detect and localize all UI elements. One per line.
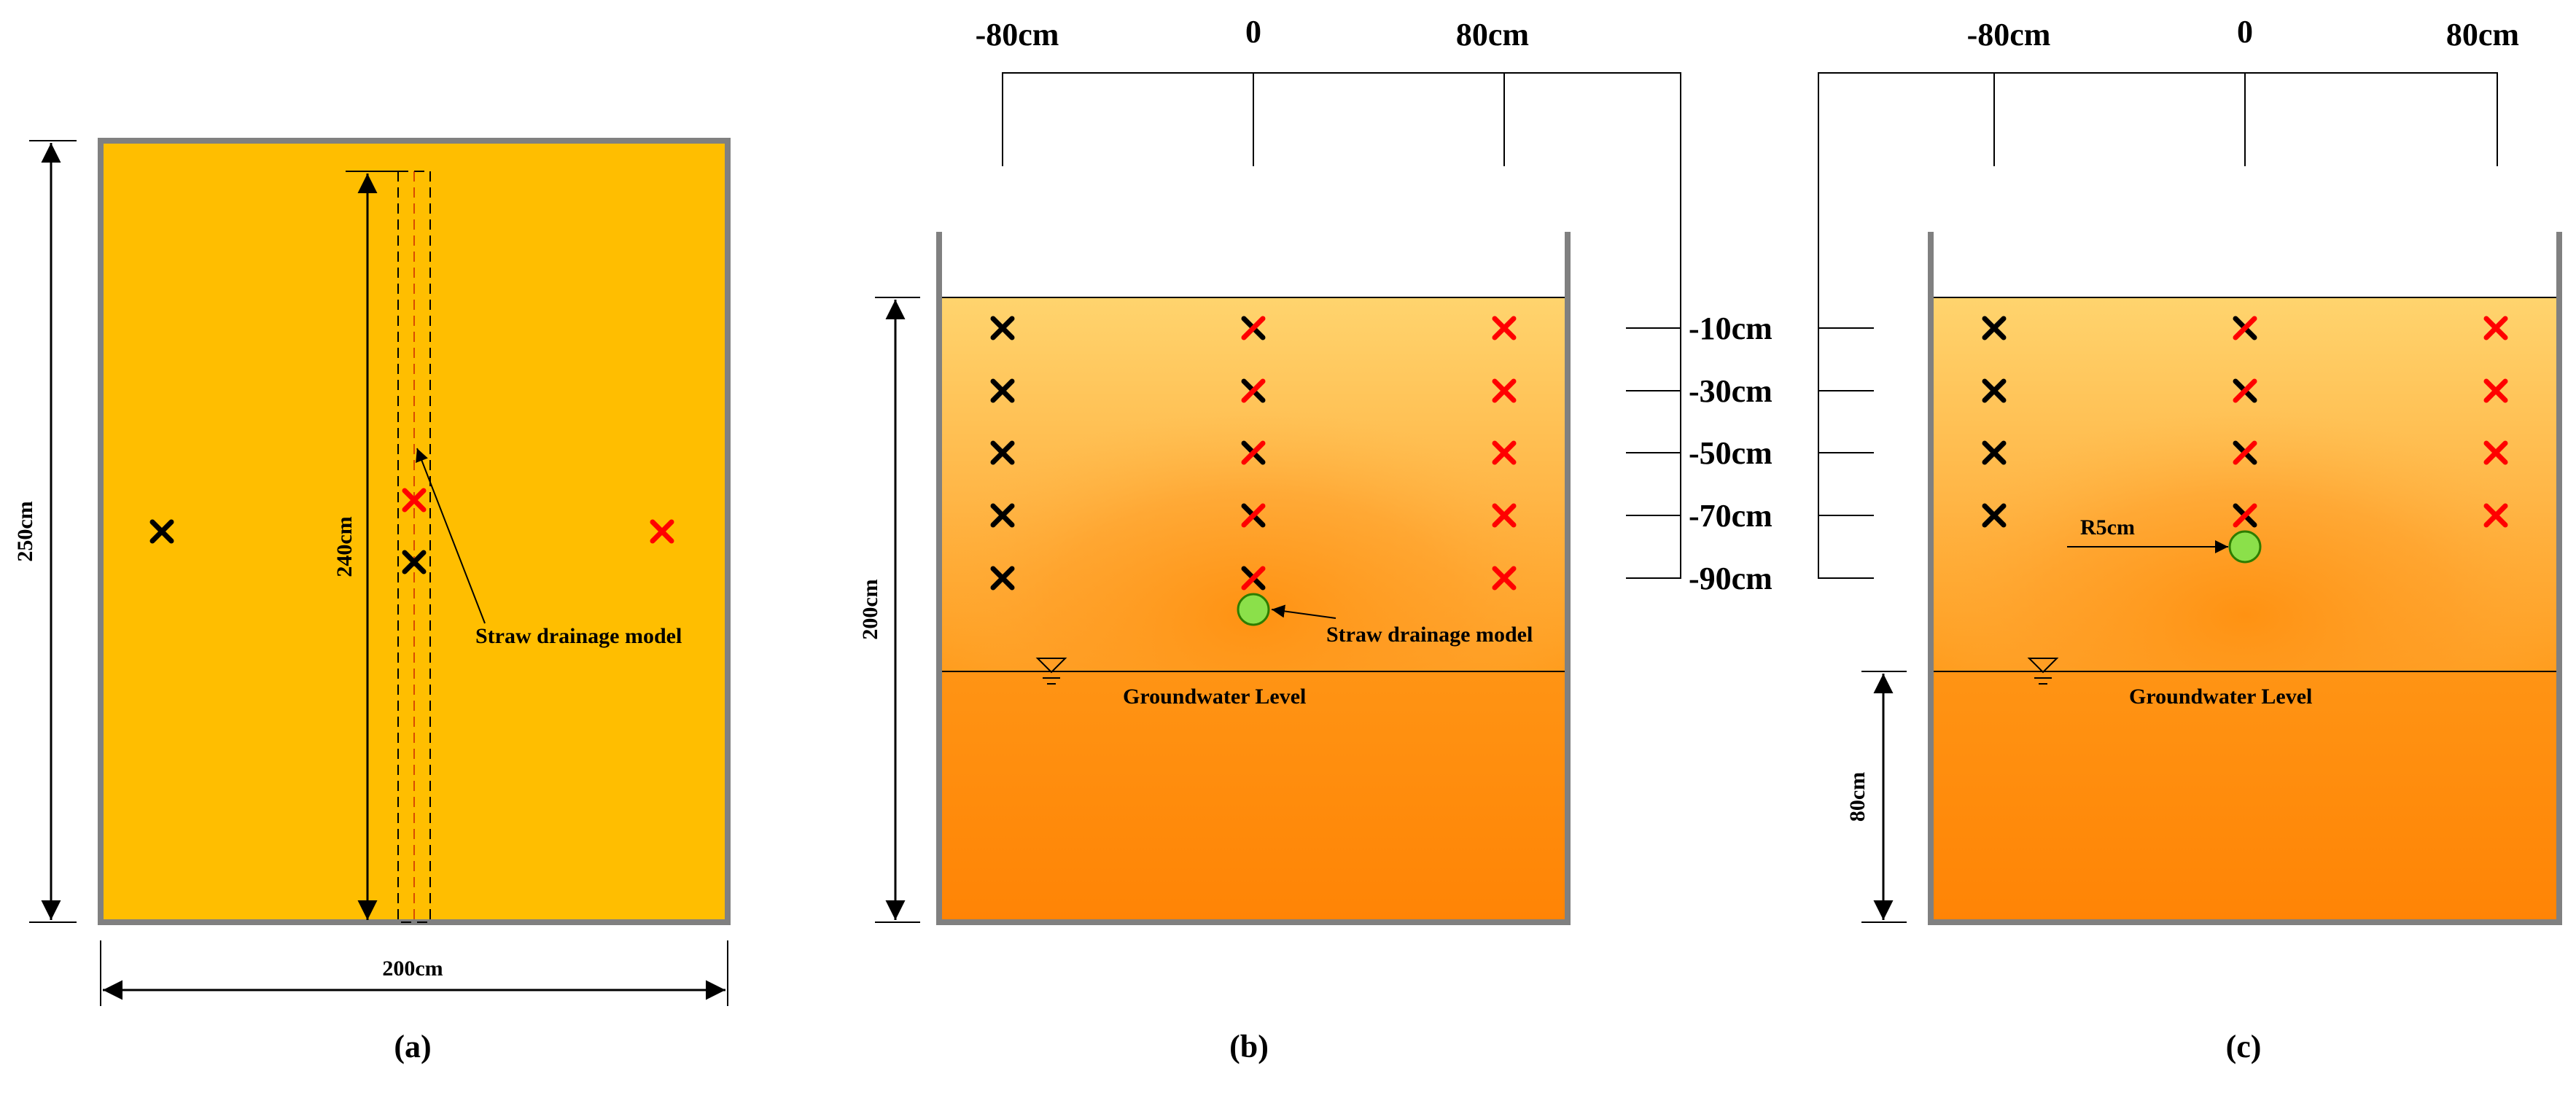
tank-wall — [1928, 232, 2562, 925]
drain-label: Straw drainage model — [475, 624, 682, 648]
tank-wall — [936, 232, 1571, 925]
panel-c: -80cm 0 80cm 80cm — [1818, 14, 2562, 1064]
marker-mixed — [1241, 316, 1266, 591]
top-bracket — [1002, 72, 1681, 579]
marker-red — [650, 519, 674, 544]
drain-label: Straw drainage model — [1326, 623, 1533, 647]
top-label-center: 0 — [2237, 14, 2253, 50]
drain-strip — [397, 171, 431, 923]
marker-mixed — [2233, 316, 2257, 528]
saturated-zone — [939, 671, 1568, 922]
top-bracket — [1818, 72, 2498, 579]
marker-red — [2483, 316, 2508, 528]
top-label-right: 80cm — [1456, 17, 1529, 52]
wetting-bulb — [1931, 297, 2559, 671]
drain-length-label: 240cm — [332, 516, 357, 577]
marker-black — [990, 316, 1015, 591]
groundwater-label: Groundwater Level — [2129, 685, 2312, 709]
panel-a-caption: (a) — [394, 1029, 431, 1064]
height-label: 250cm — [13, 501, 37, 561]
width-label: 200cm — [382, 956, 443, 981]
height-dimension: 250cm — [13, 140, 77, 923]
water-table-symbol — [2027, 658, 2059, 685]
panel-c-caption: (c) — [2226, 1029, 2262, 1064]
saturated-zone — [1931, 671, 2559, 922]
marker-red — [1492, 316, 1517, 591]
marker-black — [402, 550, 427, 574]
groundwater-label: Groundwater Level — [1123, 685, 1306, 709]
depth-label: -30cm — [1689, 373, 1773, 409]
panel-b: -80cm 0 80cm -10cm -30cm -50cm -70cm -90… — [858, 14, 1773, 1064]
water-depth-dimension: 80cm — [1845, 671, 1907, 923]
drain-leader — [416, 448, 486, 624]
top-label-left: -80cm — [976, 17, 1059, 52]
depth-label: -10cm — [1689, 311, 1773, 346]
drain-circle — [2228, 530, 2262, 564]
depth-dimension: 200cm — [858, 297, 920, 923]
radius-label: R5cm — [2080, 515, 2135, 539]
width-dimension: 200cm — [100, 940, 728, 1006]
drain-leader — [1271, 604, 1336, 619]
depth-label: -90cm — [1689, 561, 1773, 596]
water-depth-label: 80cm — [1845, 772, 1869, 822]
marker-black — [149, 519, 174, 544]
marker-red — [402, 488, 427, 513]
water-table-symbol — [1035, 658, 1067, 685]
depth-label: -70cm — [1689, 498, 1773, 534]
top-label-right: 80cm — [2446, 17, 2519, 52]
marker-black — [1982, 316, 2007, 528]
drain-length-dimension: 240cm — [332, 171, 398, 920]
top-label-center: 0 — [1245, 14, 1261, 50]
drain-circle — [1237, 593, 1270, 626]
depth-label: -50cm — [1689, 435, 1773, 471]
panel-b-caption: (b) — [1229, 1029, 1269, 1064]
depth-dimension-label: 200cm — [858, 579, 882, 639]
panel-a: 250cm 200cm 240cm — [13, 138, 731, 1064]
top-label-left: -80cm — [1967, 17, 2051, 52]
